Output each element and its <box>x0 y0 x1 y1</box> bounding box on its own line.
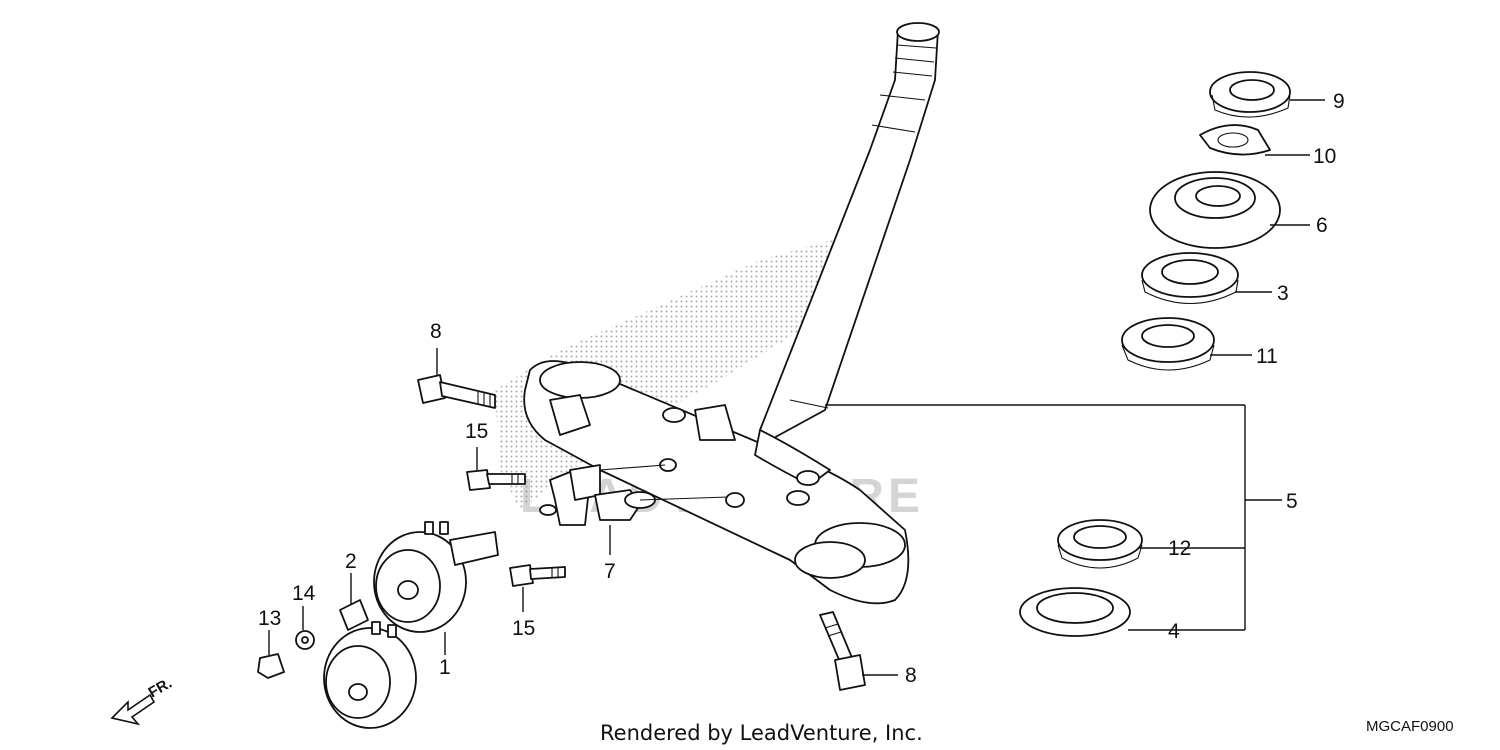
bolt-15-lower <box>509 564 566 587</box>
callout-7: 7 <box>604 560 616 583</box>
callout-1: 1 <box>439 656 451 679</box>
callout-13: 13 <box>258 607 281 630</box>
callout-12: 12 <box>1168 537 1191 560</box>
lower-bracket <box>523 360 910 605</box>
callout-6: 6 <box>1316 214 1328 237</box>
callout-3: 3 <box>1277 282 1289 305</box>
callout-2: 2 <box>345 550 357 573</box>
lock-washer-10 <box>1199 124 1271 156</box>
leader-lines <box>268 99 1325 676</box>
bolt-8-lower <box>819 611 866 691</box>
steering-stem-shaft <box>759 22 940 441</box>
callout-4: 4 <box>1168 620 1180 643</box>
race-4 <box>1019 587 1131 637</box>
bearing-12 <box>1057 519 1143 569</box>
lock-nut-9 <box>1209 71 1291 118</box>
bolt-8-upper <box>417 374 496 409</box>
horn-upper <box>373 521 499 633</box>
diagram-code: MGCAF0900 <box>1366 718 1454 735</box>
callout-5: 5 <box>1286 490 1298 513</box>
callout-11: 11 <box>1256 345 1278 368</box>
horn-bracket <box>539 464 729 526</box>
horn-lower <box>323 599 417 729</box>
callout-8-lower: 8 <box>905 664 917 687</box>
callout-14: 14 <box>292 582 316 605</box>
callout-9: 9 <box>1333 90 1345 113</box>
adjusting-nut-6 <box>1149 171 1281 249</box>
callout-10: 10 <box>1313 145 1336 168</box>
dust-seal-3 <box>1141 252 1239 305</box>
callout-8-upper: 8 <box>430 320 442 343</box>
callout-15-upper: 15 <box>465 420 488 443</box>
bolt-15-upper <box>466 469 526 491</box>
front-arrow-icon <box>110 693 156 726</box>
callout-15-lower: 15 <box>512 617 535 640</box>
washer-14-hole <box>301 636 309 644</box>
footer-credit: Rendered by LeadVenture, Inc. <box>600 721 923 745</box>
bearing-11 <box>1121 317 1215 371</box>
nut-13 <box>257 653 285 679</box>
